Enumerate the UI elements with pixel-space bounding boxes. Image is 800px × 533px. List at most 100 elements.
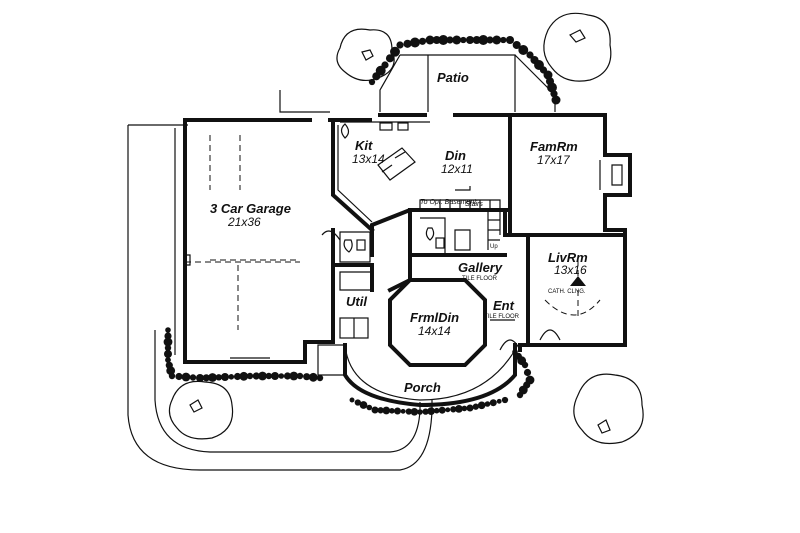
porch bbox=[317, 343, 517, 408]
shrub bbox=[164, 350, 172, 358]
shrub bbox=[400, 408, 406, 414]
dining-label: Din bbox=[445, 148, 466, 163]
shrub bbox=[410, 37, 420, 48]
shrub bbox=[438, 406, 446, 414]
shrub bbox=[512, 40, 521, 50]
driveway-outline bbox=[127, 90, 433, 471]
stairs bbox=[419, 186, 501, 250]
shrub bbox=[427, 407, 435, 415]
shrub bbox=[265, 372, 272, 380]
shrub bbox=[181, 372, 191, 382]
living-room-label: LivRm bbox=[548, 250, 588, 265]
shrub bbox=[368, 78, 376, 86]
shrub bbox=[496, 398, 502, 404]
shrub bbox=[308, 372, 318, 382]
shrub bbox=[417, 409, 423, 415]
shrub bbox=[551, 95, 561, 105]
shrub bbox=[526, 51, 534, 59]
shrub bbox=[523, 368, 532, 377]
shrub bbox=[445, 407, 451, 413]
shrub bbox=[422, 408, 429, 415]
shrub bbox=[283, 372, 292, 380]
shrub bbox=[467, 405, 473, 411]
shrub bbox=[316, 374, 324, 382]
shrub bbox=[252, 372, 260, 380]
shrub bbox=[518, 45, 529, 55]
shrub bbox=[403, 39, 412, 48]
shrub bbox=[163, 337, 173, 347]
shrub bbox=[303, 373, 311, 381]
shrub bbox=[385, 54, 395, 63]
shrub bbox=[486, 36, 494, 44]
gallery-label: Gallery bbox=[458, 260, 503, 275]
formal-dining-dims: 14x14 bbox=[418, 324, 451, 338]
shrub bbox=[175, 372, 183, 381]
shrub bbox=[208, 373, 217, 382]
shrub bbox=[278, 373, 285, 379]
family-room-label: FamRm bbox=[530, 139, 578, 154]
shrub bbox=[202, 374, 210, 382]
shrub bbox=[501, 396, 509, 404]
tree-bottom-left bbox=[168, 380, 234, 440]
shrub bbox=[418, 37, 427, 45]
shrub bbox=[169, 373, 175, 379]
patio-area bbox=[379, 54, 556, 112]
half-bath bbox=[321, 230, 371, 263]
shrub bbox=[247, 373, 253, 379]
shrub bbox=[433, 407, 440, 414]
shrub bbox=[489, 399, 497, 407]
shrub bbox=[478, 35, 489, 45]
fireplace bbox=[599, 153, 632, 197]
shrub bbox=[390, 46, 400, 57]
dining-dims: 12x11 bbox=[441, 162, 473, 176]
shrub bbox=[375, 65, 386, 76]
exterior-walls bbox=[183, 113, 627, 364]
shrub bbox=[165, 357, 171, 363]
shrub bbox=[452, 35, 462, 45]
shrub bbox=[446, 36, 454, 44]
patio-label: Patio bbox=[437, 70, 469, 85]
shrub bbox=[394, 407, 401, 415]
shrub bbox=[189, 374, 197, 381]
entry-label: Ent bbox=[493, 298, 515, 313]
utility-room bbox=[339, 271, 373, 339]
shrub bbox=[297, 373, 303, 379]
shrub bbox=[228, 374, 235, 380]
shrub bbox=[500, 36, 507, 44]
shrub bbox=[239, 371, 249, 381]
shrub bbox=[516, 391, 524, 399]
shrub bbox=[527, 377, 533, 383]
kitchen-walls bbox=[337, 121, 430, 223]
kitchen-dims: 13x14 bbox=[352, 152, 385, 166]
formal-dining-octagon bbox=[388, 278, 487, 367]
shrub bbox=[215, 374, 222, 381]
shrub bbox=[164, 344, 172, 352]
shrub bbox=[544, 71, 552, 79]
shrub bbox=[396, 41, 404, 49]
shrub bbox=[438, 35, 449, 45]
shrub bbox=[359, 401, 368, 409]
shrub bbox=[372, 407, 378, 413]
interior-walls bbox=[331, 113, 627, 352]
shrub bbox=[258, 371, 267, 381]
shrub bbox=[377, 407, 384, 414]
shrub bbox=[354, 399, 361, 406]
to-basement-label: To Opt. Basement bbox=[420, 199, 477, 206]
shrub bbox=[466, 36, 474, 44]
shrub bbox=[366, 404, 373, 411]
entry-note: TILE FLOOR bbox=[484, 314, 520, 320]
tree-top-left bbox=[336, 28, 395, 82]
shrub bbox=[197, 375, 203, 381]
kitchen-label: Kit bbox=[355, 138, 373, 153]
living-room-dims: 13x16 bbox=[554, 263, 587, 277]
shrub bbox=[271, 372, 279, 380]
shrub bbox=[472, 35, 481, 45]
shrub bbox=[484, 401, 491, 407]
stairs-label: Stairs bbox=[465, 201, 483, 208]
shrub-border bbox=[163, 35, 561, 416]
shrub bbox=[410, 407, 419, 416]
family-room-dims: 17x17 bbox=[537, 153, 571, 167]
shrub bbox=[492, 35, 502, 45]
shrub bbox=[381, 61, 389, 69]
